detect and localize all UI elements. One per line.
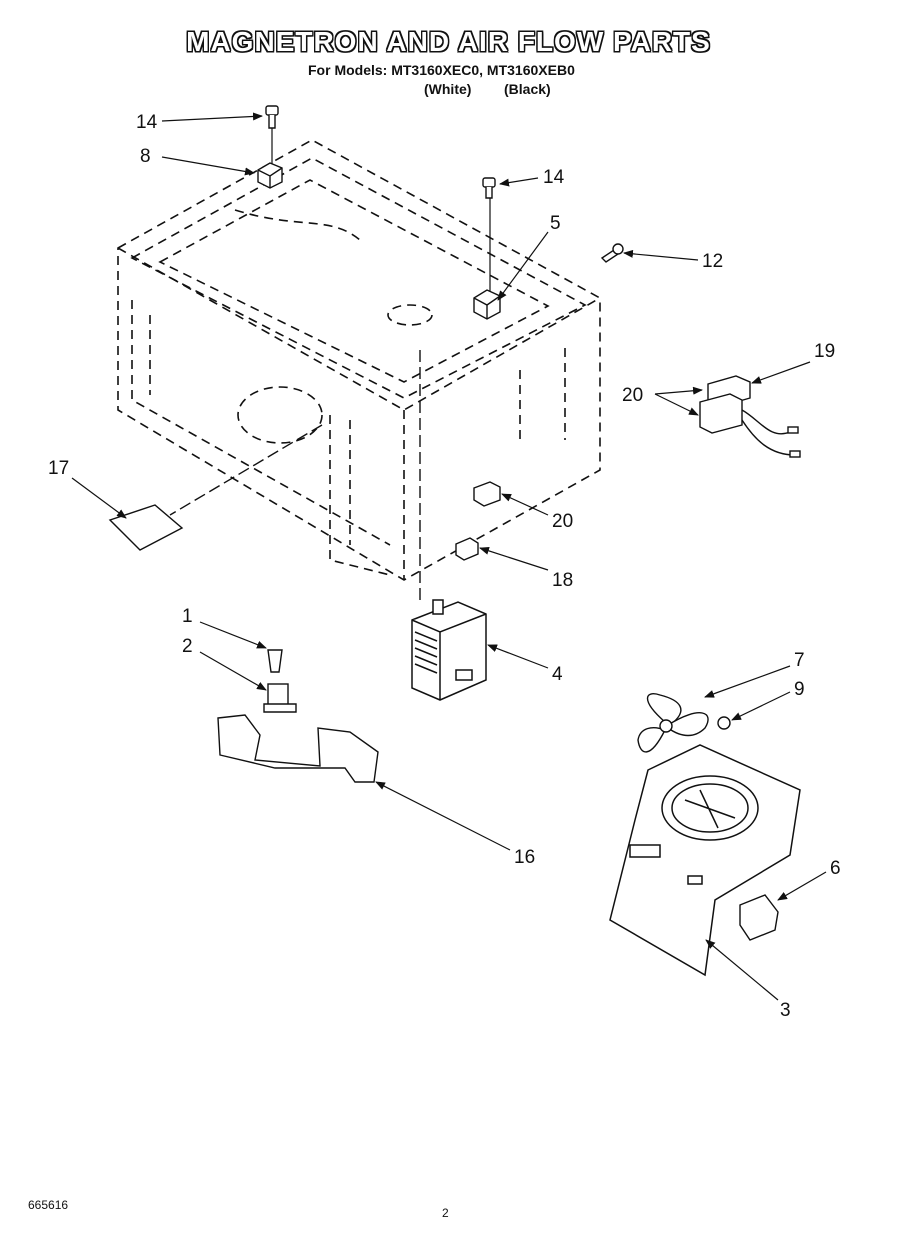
fan-motor-part-6 [739,894,779,941]
callout-arrows [71,112,827,1001]
callout-20-assembly: 20 [622,385,643,406]
callout-1: 1 [182,606,193,627]
page-number: 2 [442,1206,449,1220]
screw-part-14-left [265,105,279,129]
nut-part-9 [717,716,731,730]
callout-2: 2 [182,636,193,657]
callout-17: 17 [48,458,69,479]
callout-4: 4 [552,664,563,685]
callout-12: 12 [702,251,723,272]
air-guide-part-16 [217,714,379,783]
oven-cavity-outline [117,139,601,581]
document-number: 665616 [28,1198,69,1212]
callout-9: 9 [794,679,805,700]
thermal-bracket-part-2 [263,683,297,713]
callout-19: 19 [814,341,835,362]
switch-assembly-part-19 [699,375,801,458]
fan-blade-part-7 [637,693,709,753]
screw-part-12 [600,243,624,263]
switch-part-5 [473,289,501,320]
callout-6: 6 [830,858,841,879]
callout-5: 5 [550,213,561,234]
callout-16: 16 [514,847,535,868]
page-title: MAGNETRON AND AIR FLOW PARTS [186,26,711,57]
switch-part-20 [473,481,501,507]
magnetron-part-4 [411,599,487,701]
callout-7: 7 [794,650,805,671]
part-18 [455,537,479,561]
screw-part-14-right [482,177,496,199]
thermal-part-1 [267,649,283,673]
callout-20: 20 [552,511,573,532]
callout-14-right: 14 [543,167,565,188]
callout-14-top: 14 [136,112,158,133]
cover-leader [169,424,323,516]
fan-duct-part-3 [609,744,801,977]
callout-8: 8 [140,146,151,167]
callout-3: 3 [780,1000,791,1021]
variant-black: (Black) [504,81,551,97]
waveguide-cover-part-17 [108,504,184,551]
callout-18: 18 [552,570,573,591]
models-line: For Models: MT3160XEC0, MT3160XEB0 [308,62,575,78]
switch-part-8 [257,162,283,189]
variant-white: (White) [424,81,472,97]
